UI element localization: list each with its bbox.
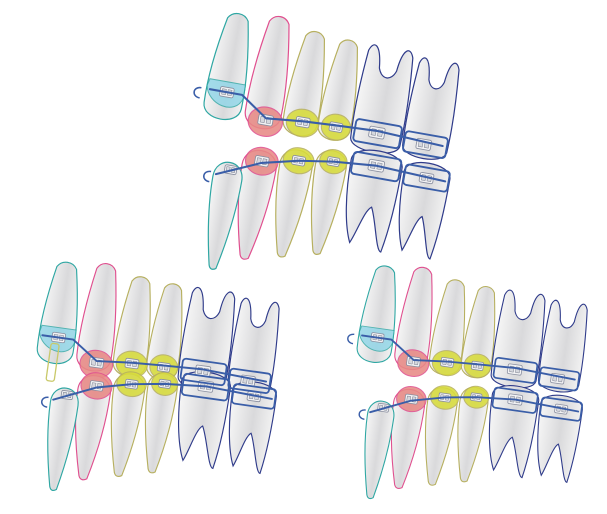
lower-incisor-tooth-icon: [38, 386, 80, 492]
panel-bottom-right: [326, 258, 599, 514]
bracket-icon: [406, 356, 420, 367]
lower-incisor-tooth-icon: [356, 399, 396, 500]
lower-hook-icon: [203, 170, 211, 181]
hook-icon: [347, 334, 354, 344]
bracket-icon: [157, 362, 170, 372]
lower-hook-icon: [359, 409, 366, 419]
bracket-icon: [258, 114, 274, 127]
panel-top: [164, 4, 472, 307]
hook-icon: [193, 87, 201, 98]
panel-bottom-left: [18, 256, 292, 514]
bracket-icon: [329, 122, 343, 133]
bracket-icon: [471, 361, 484, 371]
bracket-icon: [89, 357, 104, 369]
bracket-icon: [254, 155, 269, 167]
lower-hook-icon: [41, 397, 48, 408]
